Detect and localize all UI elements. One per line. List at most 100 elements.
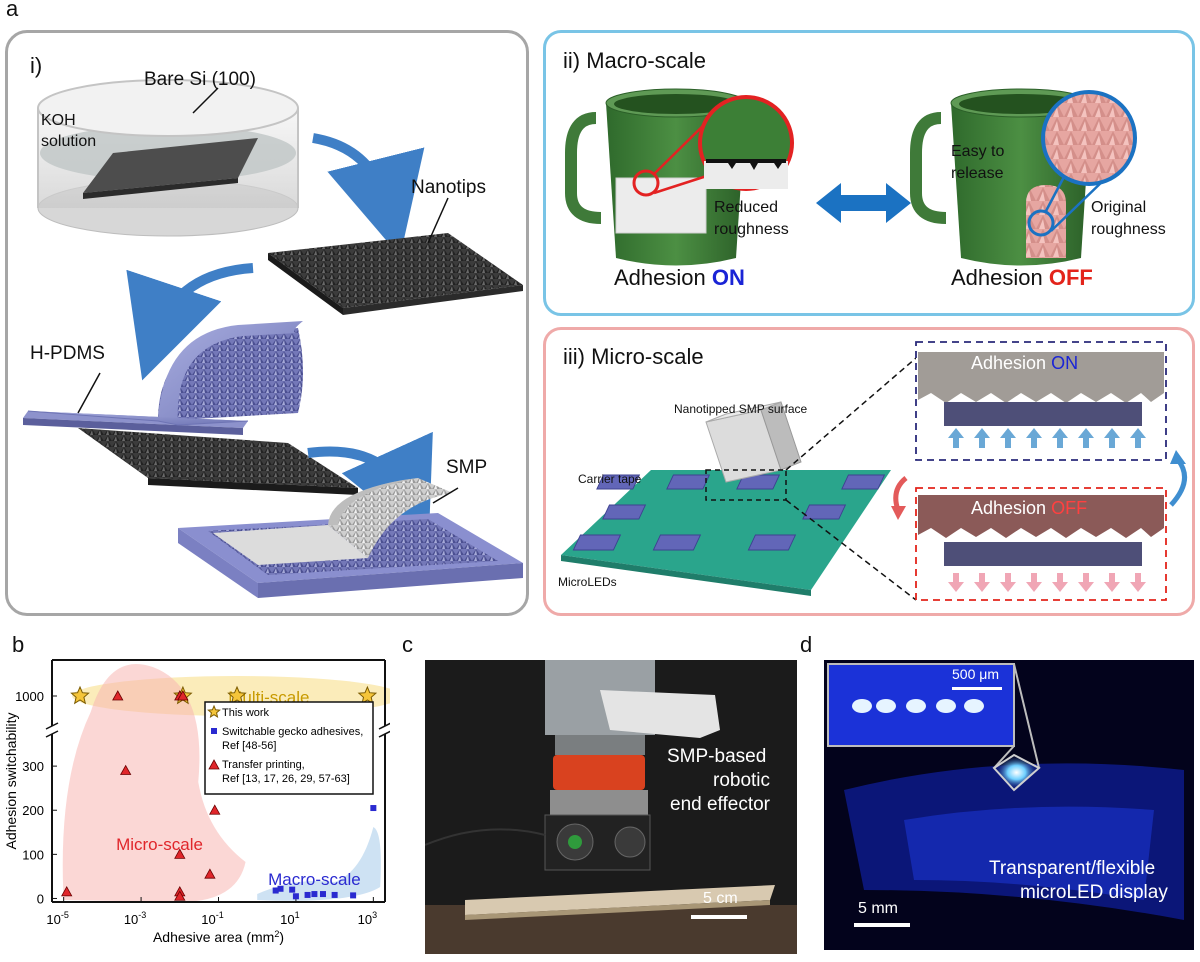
micro-scale-region	[62, 664, 246, 902]
label-smp: SMP	[446, 457, 488, 478]
microled-chips	[572, 474, 886, 551]
data-point-triangle	[177, 690, 189, 701]
data-point-square	[272, 887, 279, 894]
legend-entry: Ref [13, 17, 26, 29, 57-63]	[222, 773, 350, 785]
data-point-star	[357, 685, 378, 705]
process-arrow-1	[312, 133, 425, 257]
adhesion-on-word: ON	[711, 265, 745, 290]
label-nanotipped: Nanotipped SMP surface	[674, 402, 808, 416]
label-koh-1: KOH	[41, 112, 76, 129]
label-adhesion-on: Adhesion ON	[614, 265, 745, 291]
data-point-square	[319, 891, 326, 898]
label-end-effector: end effector	[670, 794, 771, 815]
panel-ii-title: ii) Macro-scale	[563, 48, 707, 73]
adhesion-word: Adhesion	[951, 265, 1043, 290]
y-tick-label: 200	[22, 803, 44, 818]
nanotips-substrate	[268, 197, 523, 315]
panel-letter-b: b	[12, 632, 25, 657]
data-point-star	[207, 704, 221, 718]
label-original-1: Original	[1091, 199, 1147, 216]
adhesion-on-word: ON	[1051, 353, 1079, 373]
macro-scale-label: Macro-scale	[268, 870, 361, 889]
smp-block	[705, 401, 802, 483]
label-inset-scale: 500 μm	[952, 666, 999, 682]
process-arrow-2	[126, 263, 254, 381]
legend-entry: Switchable gecko adhesives,	[222, 726, 363, 738]
data-point-triangle	[209, 804, 221, 815]
scale-bar-500um	[952, 687, 1002, 690]
macro-scale-region	[257, 827, 381, 901]
panel-letter-a: a	[6, 0, 19, 21]
data-point-square	[277, 885, 284, 892]
microled-display-photo: 500 μm 5 mm Transparent/flexible microLE…	[824, 660, 1194, 950]
data-point-triangle	[204, 868, 216, 879]
label-smp-based: SMP-based	[667, 746, 767, 767]
data-point-star	[70, 685, 90, 705]
label-original-2: roughness	[1091, 221, 1166, 238]
robot-photo-drawing	[425, 660, 797, 954]
x-tick-label: 10-1	[201, 910, 223, 927]
label-carrier: Carrier tape	[578, 472, 642, 486]
data-point-square	[292, 893, 299, 900]
panel-letter-c: c	[402, 632, 413, 657]
hpdms-peel	[23, 321, 358, 495]
y-tick-label: 0	[37, 891, 44, 906]
data-point-triangle	[208, 759, 220, 770]
panel-iii-micro-scale: iii) Micro-scale	[543, 327, 1195, 616]
series-square	[272, 805, 377, 900]
legend-entry: This work	[222, 707, 270, 719]
x-axis-label: Adhesive area (mm2)	[153, 929, 284, 945]
macro-cups-illustration	[565, 88, 1137, 266]
micro-transfer-illustration	[561, 341, 1188, 601]
carrier-tape	[561, 470, 891, 590]
label-nanotips: Nanotips	[411, 177, 486, 198]
x-tick-label: 103	[358, 910, 377, 927]
label-micro-adhesion-on: Adhesion ON	[971, 353, 1078, 374]
legend-entry: Transfer printing,	[222, 759, 305, 771]
label-microled-display: microLED display	[1020, 882, 1168, 903]
scale-bar-5mm	[854, 923, 910, 927]
label-microleds: MicroLEDs	[558, 575, 617, 589]
data-point-square	[211, 728, 217, 734]
panel-ii-macro-scale: ii) Macro-scale	[543, 30, 1195, 316]
fabrication-illustration	[23, 79, 523, 598]
series-triangle	[61, 690, 221, 901]
data-point-square	[304, 891, 311, 898]
y-tick-label: 100	[22, 847, 44, 862]
scale-bar-5cm	[691, 915, 747, 919]
data-point-square	[331, 891, 338, 898]
data-point-square	[350, 892, 357, 899]
label-robotic: robotic	[713, 770, 771, 791]
data-point-triangle	[119, 764, 132, 775]
micro-scale-label: Micro-scale	[116, 835, 203, 854]
zoom-box	[705, 469, 787, 501]
down-arrows	[948, 573, 1146, 592]
adhesion-word: Adhesion	[614, 265, 706, 290]
label-koh-2: solution	[41, 133, 97, 150]
x-tick-label: 10-5	[46, 910, 68, 927]
koh-beaker	[37, 79, 299, 237]
label-scale-5cm: 5 cm	[703, 890, 738, 907]
y-tick-label: 1000	[15, 689, 44, 704]
adhesion-off-word: OFF	[1048, 265, 1093, 290]
cup-adhesion-on	[565, 88, 794, 266]
label-hpdms: H-PDMS	[30, 343, 105, 364]
data-point-triangle	[61, 886, 73, 897]
panel-i-fabrication: i)	[5, 30, 529, 616]
data-point-triangle	[174, 890, 186, 901]
label-bare-si: Bare Si (100)	[144, 69, 256, 90]
label-transparent: Transparent/flexible	[989, 858, 1156, 879]
adhesion-word: Adhesion	[971, 353, 1047, 373]
smp-peel	[178, 478, 523, 598]
cup-adhesion-off	[910, 88, 1137, 266]
label-easy-1: Easy to	[951, 143, 1005, 160]
x-tick-label: 10-3	[124, 910, 146, 927]
panel-letter-d: d	[800, 632, 813, 657]
robot-end-effector-photo: SMP-based robotic end effector 5 cm	[425, 660, 797, 954]
data-point-square	[289, 886, 296, 893]
data-point-triangle	[112, 690, 124, 701]
data-point-square	[370, 805, 377, 812]
bare-si-leader	[192, 87, 219, 114]
